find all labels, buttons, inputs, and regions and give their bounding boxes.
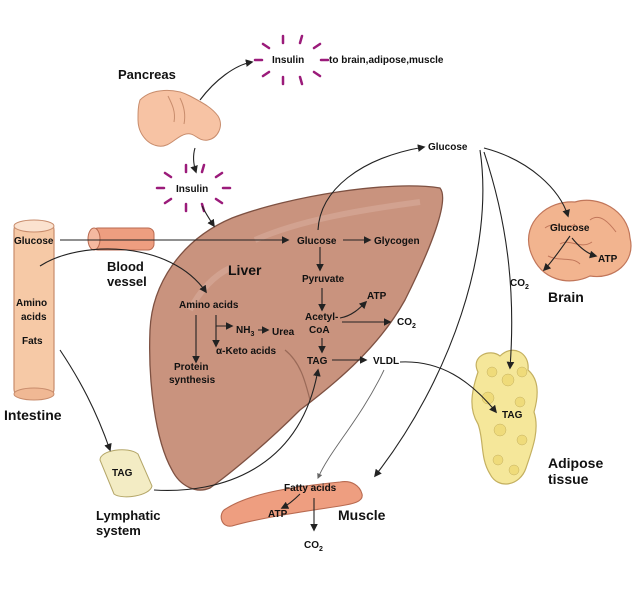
amino-label-2: acids <box>21 312 47 323</box>
muscle-label: Muscle <box>338 507 386 523</box>
fatty-acids-label: Fatty acids <box>284 483 337 494</box>
tag-lymph-label: TAG <box>112 468 133 479</box>
urea-label: Urea <box>272 327 295 338</box>
co2-brain-label: CO2 <box>510 278 529 291</box>
lymphatic-vessel <box>99 449 153 498</box>
protein-label-2: synthesis <box>169 375 216 386</box>
acetyl-label-1: Acetyl- <box>305 312 338 323</box>
amino-label-1: Amino <box>16 298 47 309</box>
amino-acids-liver-label: Amino acids <box>179 300 239 311</box>
intestine-label: Intestine <box>4 407 62 423</box>
muscle-organ <box>220 481 363 527</box>
co2-muscle-label: CO2 <box>304 540 323 553</box>
tag-adipose-label: TAG <box>502 410 523 421</box>
glucose-right-label: Glucose <box>428 142 468 153</box>
intestine-organ <box>13 219 55 401</box>
co2-liver-label: CO2 <box>397 317 416 330</box>
glucose-brain-label: Glucose <box>550 223 590 234</box>
glycogen-label: Glycogen <box>374 236 420 247</box>
insulin-burst-top <box>253 34 330 86</box>
keto-acids-label: α-Keto acids <box>216 346 276 357</box>
brain-label: Brain <box>548 289 584 305</box>
blood-vessel <box>87 227 155 251</box>
fats-label: Fats <box>22 336 43 347</box>
blood-vessel-label-2: vessel <box>107 274 147 289</box>
tag-liver-label: TAG <box>307 356 328 367</box>
adipose-organ <box>471 349 538 485</box>
glucose-intestine-label: Glucose <box>14 236 54 247</box>
atp-brain-label: ATP <box>598 254 618 265</box>
glucose-liver-label: Glucose <box>297 236 337 247</box>
pyruvate-label: Pyruvate <box>302 274 345 285</box>
insulin-targets-label: to brain,adipose,muscle <box>329 55 444 66</box>
pancreas-label: Pancreas <box>118 67 176 82</box>
pancreas-organ <box>137 90 221 147</box>
protein-label-1: Protein <box>174 362 208 373</box>
atp-liver-label: ATP <box>367 291 387 302</box>
liver-label: Liver <box>228 262 262 278</box>
insulin-top-label: Insulin <box>272 55 304 66</box>
lymphatic-label-2: system <box>96 523 141 538</box>
nh3-label: NH3 <box>236 325 254 338</box>
brain-organ <box>527 199 632 282</box>
adipose-label-1: Adipose <box>548 455 603 471</box>
acetyl-label-2: CoA <box>309 325 330 336</box>
blood-vessel-label-1: Blood <box>107 259 144 274</box>
atp-muscle-label: ATP <box>268 509 288 520</box>
arrows <box>39 59 598 532</box>
lymphatic-label-1: Lymphatic <box>96 508 161 523</box>
vldl-label: VLDL <box>373 356 399 367</box>
insulin-mid-label: Insulin <box>176 184 208 195</box>
adipose-label-2: tissue <box>548 471 589 487</box>
liver-organ <box>149 185 444 491</box>
